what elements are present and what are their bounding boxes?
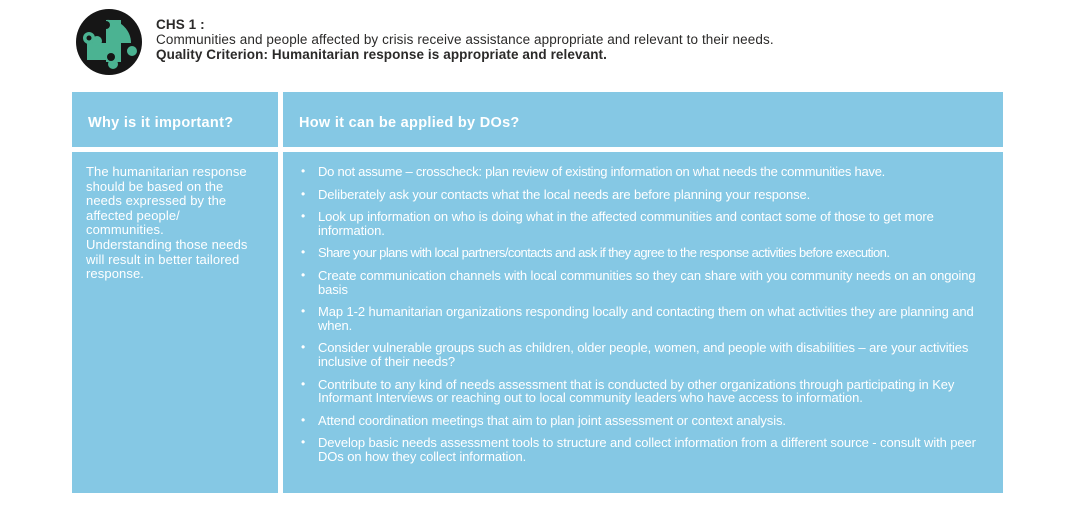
how-applied-cell: • Do not assume – crosscheck: plan revie… — [283, 152, 1003, 493]
bullet-text: Do not assume – crosscheck: plan review … — [318, 164, 886, 179]
bullet-text: Share your plans with local partners/con… — [318, 245, 890, 261]
bullet-dot-icon: • — [301, 164, 306, 178]
bullet-item: • Consider vulnerable groups such as chi… — [297, 340, 985, 369]
table-body-row: The humanitarian response should be base… — [72, 152, 1003, 493]
table-header-row: Why is it important? How it can be appli… — [72, 92, 1003, 147]
bullet-dot-icon: • — [301, 245, 306, 260]
why-important-text: The humanitarian response should be base… — [86, 164, 248, 282]
bullet-item: • Develop basic needs assessment tools t… — [297, 435, 985, 464]
bullet-text: Attend coordination meetings that aim to… — [318, 412, 786, 428]
chs-table: Why is it important? How it can be appli… — [72, 92, 1003, 493]
bullet-item: • Share your plans with local partners/c… — [297, 246, 985, 260]
bullet-text: Map 1-2 humanitarian organizations respo… — [318, 304, 974, 333]
bullet-text: Look up information on who is doing what… — [318, 209, 934, 238]
bullet-dot-icon: • — [301, 267, 306, 282]
bullet-text: Develop basic needs assessment tools to … — [318, 435, 976, 464]
bullet-dot-icon: • — [301, 376, 306, 391]
column-header-why: Why is it important? — [72, 92, 278, 147]
bullet-item: • Attend coordination meetings that aim … — [297, 412, 985, 428]
column-header-how: How it can be applied by DOs? — [283, 92, 1003, 147]
chs-description: Communities and people affected by crisi… — [156, 32, 774, 47]
bullet-dot-icon: • — [301, 412, 306, 427]
bullet-item: • Do not assume – crosscheck: plan revie… — [297, 164, 985, 179]
why-important-cell: The humanitarian response should be base… — [72, 152, 278, 493]
bullet-dot-icon: • — [301, 304, 306, 319]
bullet-dot-icon: • — [301, 340, 306, 355]
bullet-item: • Deliberately ask your contacts what th… — [297, 186, 985, 202]
bullet-item: • Create communication channels with loc… — [297, 267, 985, 297]
chs-puzzle-logo-icon — [75, 8, 143, 76]
quality-criterion: Quality Criterion: Humanitarian response… — [156, 47, 608, 62]
bullet-item: • Look up information on who is doing wh… — [297, 209, 985, 238]
bullet-dot-icon: • — [301, 435, 306, 450]
how-applied-bullet-list: • Do not assume – crosscheck: plan revie… — [297, 164, 985, 464]
bullet-item: • Contribute to any kind of needs assess… — [297, 376, 985, 406]
chs-title: CHS 1 : — [156, 17, 205, 32]
bullet-dot-icon: • — [301, 209, 306, 224]
bullet-dot-icon: • — [301, 186, 306, 201]
bullet-text: Create communication channels with local… — [318, 267, 976, 297]
document-header: CHS 1 : Communities and people affected … — [75, 8, 774, 76]
bullet-item: • Map 1-2 humanitarian organizations res… — [297, 304, 985, 333]
bullet-text: Deliberately ask your contacts what the … — [318, 186, 811, 202]
bullet-text: Contribute to any kind of needs assessme… — [318, 376, 955, 406]
header-text: CHS 1 : Communities and people affected … — [156, 8, 774, 76]
bullet-text: Consider vulnerable groups such as child… — [318, 340, 969, 369]
